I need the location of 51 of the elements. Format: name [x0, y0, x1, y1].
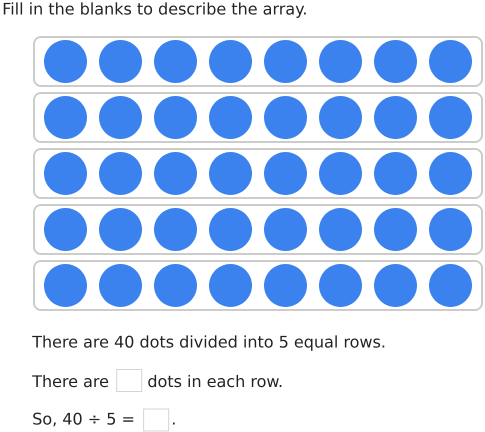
dot: [209, 208, 252, 251]
sentence-text: There are: [32, 374, 108, 388]
dot: [44, 96, 87, 139]
row-frame: [33, 36, 483, 87]
dot: [99, 208, 142, 251]
sentence-text: .: [173, 422, 175, 424]
dot: [44, 264, 87, 307]
instruction-text: Fill in the blanks to describe the array.: [4, 2, 306, 18]
dot: [154, 40, 197, 83]
dot: [154, 264, 197, 307]
sentence-text: dots in each row.: [148, 374, 282, 388]
dot: [374, 152, 417, 195]
dot: [374, 96, 417, 139]
dot: [209, 40, 252, 83]
dot: [374, 40, 417, 83]
dot: [99, 96, 142, 139]
dot: [429, 40, 472, 83]
dot: [319, 264, 362, 307]
dot: [264, 40, 307, 83]
dot: [374, 208, 417, 251]
dot: [429, 96, 472, 139]
dot: [319, 152, 362, 195]
dot: [319, 96, 362, 139]
dot: [99, 264, 142, 307]
dot: [429, 264, 472, 307]
dot: [429, 152, 472, 195]
dot: [44, 40, 87, 83]
row-frame: [33, 260, 483, 311]
dot: [154, 152, 197, 195]
dot: [99, 40, 142, 83]
dot: [154, 208, 197, 251]
dot: [154, 96, 197, 139]
sentence-text: So, 40 ÷ 5 =: [33, 412, 134, 426]
dot: [264, 264, 307, 307]
dot: [319, 208, 362, 251]
dot: [44, 208, 87, 251]
sentence-text: There are 40 dots divided into 5 equal rows.: [32, 335, 384, 351]
dot: [264, 96, 307, 139]
dot: [209, 264, 252, 307]
dot: [429, 208, 472, 251]
dot: [99, 152, 142, 195]
row-frame: [33, 92, 483, 143]
dot: [264, 152, 307, 195]
dot: [209, 96, 252, 139]
dot: [44, 152, 87, 195]
dot: [209, 152, 252, 195]
dot: [374, 264, 417, 307]
dot: [319, 40, 362, 83]
row-frame: [33, 148, 483, 199]
dot: [264, 208, 307, 251]
row-frame: [33, 204, 483, 255]
